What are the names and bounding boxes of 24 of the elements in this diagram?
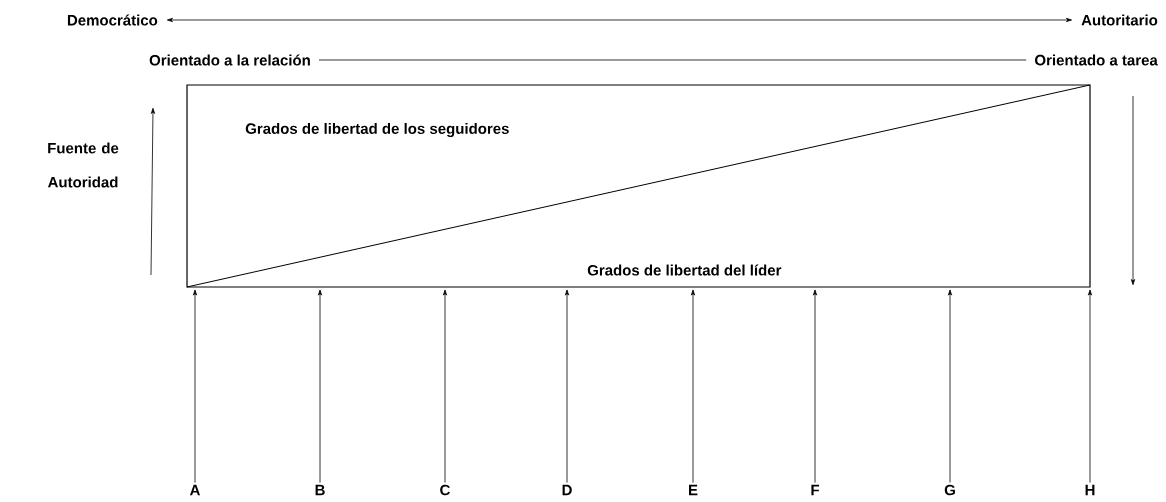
arrow xyxy=(443,289,448,483)
arrow xyxy=(1087,289,1093,483)
arrow xyxy=(690,289,696,483)
letter-label: E xyxy=(689,484,698,496)
text-label: Orientado a tarea xyxy=(1035,54,1158,66)
arrow xyxy=(947,289,953,483)
letter-label: F xyxy=(811,484,820,496)
axis-label: Fuente de Autoridad xyxy=(48,142,119,188)
rectangle-box: Grados de libertad de los seguidores Grados de libertad del líder xyxy=(186,84,1091,288)
letter-label: A xyxy=(189,484,201,496)
text-label: Orientado a la relación xyxy=(149,54,310,66)
letter-label: C xyxy=(440,484,450,496)
arrow xyxy=(166,17,1072,22)
text-label: Autoritario xyxy=(1081,14,1158,26)
letter-label: D xyxy=(562,484,572,496)
letter-label: B xyxy=(315,484,325,496)
letter-label: H xyxy=(1085,484,1095,496)
letter-label: G xyxy=(944,484,955,496)
arrow xyxy=(318,289,323,483)
arrow xyxy=(193,289,198,483)
arrow xyxy=(564,289,570,483)
text-label: Democrático xyxy=(67,14,158,26)
arrow xyxy=(812,289,818,483)
connector-line xyxy=(318,59,1027,61)
